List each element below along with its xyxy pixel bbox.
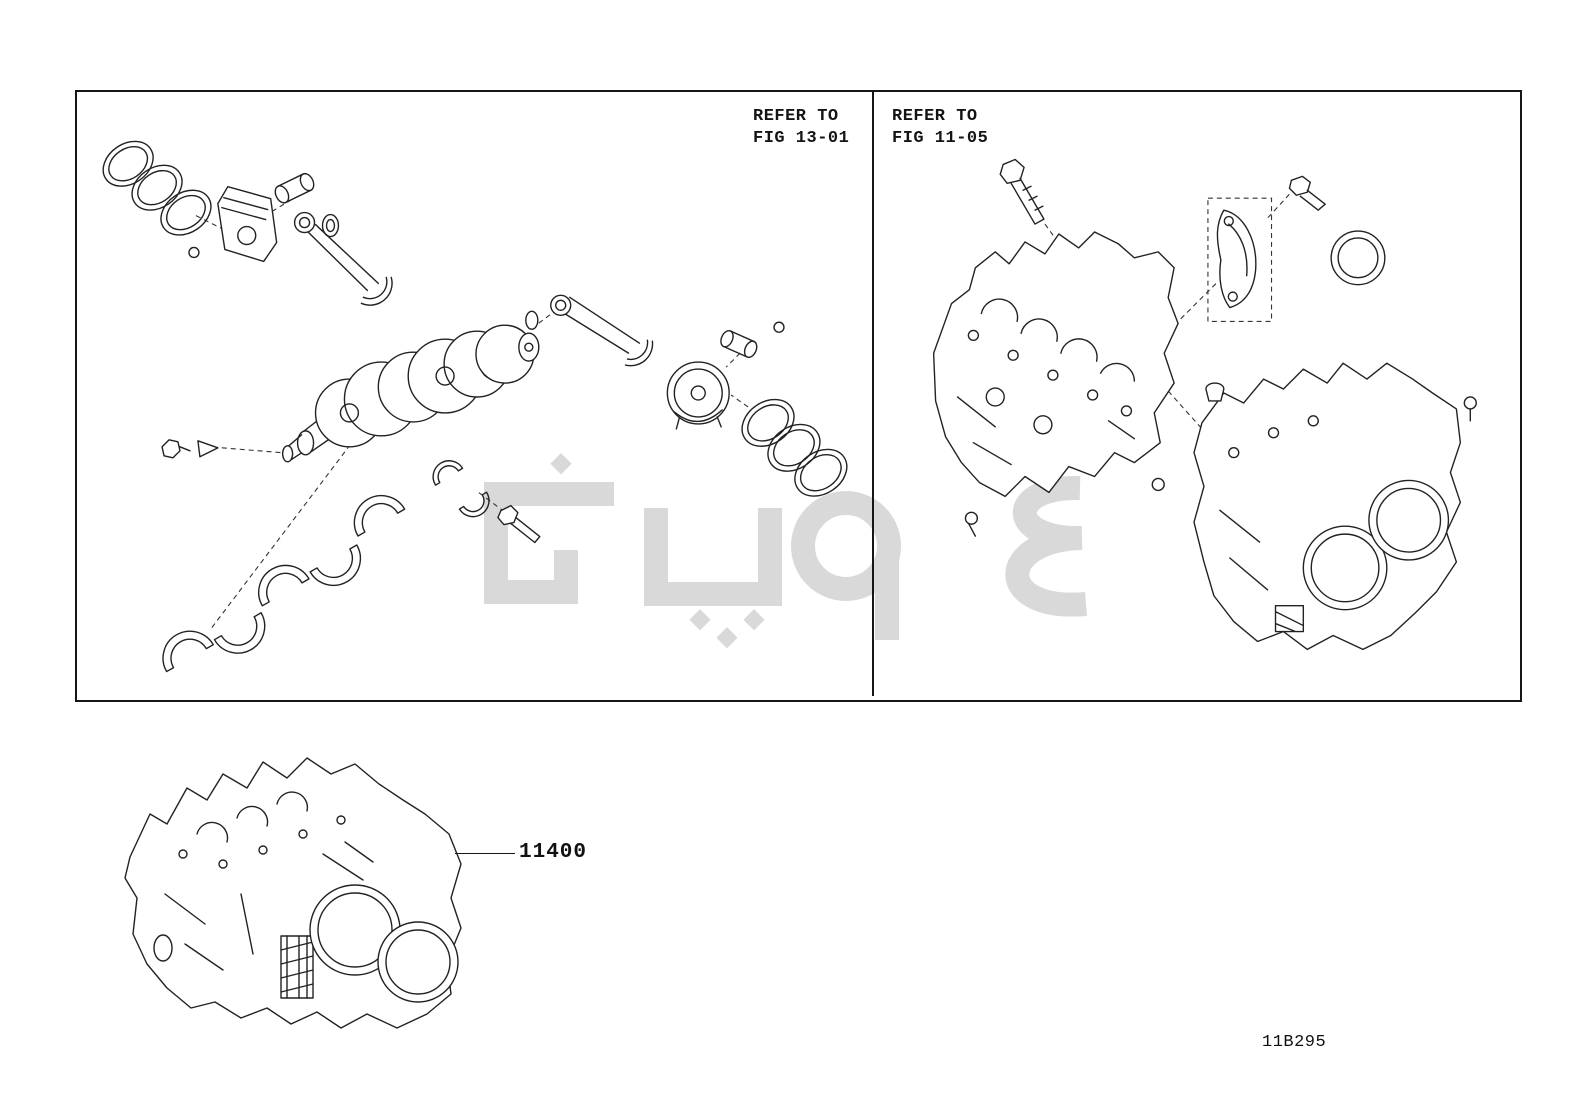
crankshaft-oil-seal — [1330, 230, 1386, 286]
refer-note-line2: FIG 11-05 — [892, 129, 989, 148]
refer-note-fig-13-01: REFER TO FIG 13-01 — [753, 106, 849, 150]
crosshatch-detail — [280, 935, 314, 999]
short-block-assembly-drawing — [124, 757, 462, 1029]
refer-note-line1: REFER TO — [892, 107, 978, 126]
oil-gallery-plug — [1205, 382, 1225, 402]
rod-cap-bolt — [497, 504, 541, 544]
cylinder-block-lower — [1193, 362, 1462, 651]
piston-pin-b — [720, 330, 758, 359]
refer-note-line2: FIG 13-01 — [753, 129, 850, 148]
thrust-washers — [432, 460, 490, 518]
crank-pulley-bolt — [161, 439, 191, 459]
main-bearing-shells — [162, 495, 406, 673]
refer-note-fig-11-05: REFER TO FIG 11-05 — [892, 106, 988, 150]
crank-key — [197, 440, 219, 458]
connecting-rod-a — [293, 211, 393, 306]
tensioner-bolt — [1288, 175, 1326, 211]
callout-leader-line — [455, 853, 515, 854]
cylinder-block-upper — [932, 231, 1179, 498]
cylinder-block-exploded-drawing — [932, 158, 1477, 651]
refer-note-line1: REFER TO — [753, 107, 839, 126]
cylinder-head-bolt — [999, 158, 1045, 225]
piston-pin-a — [274, 172, 315, 204]
figure-code: 11B295 — [1262, 1033, 1327, 1052]
crankshaft — [281, 324, 540, 463]
crankshaft-piston-panel: REFER TO FIG 13-01 — [77, 92, 874, 696]
piston-rings-a — [102, 140, 212, 236]
piston-rings-b — [741, 398, 848, 497]
cylinder-block-panel: REFER TO FIG 11-05 — [874, 92, 1518, 696]
cylinder-bores — [309, 884, 459, 1003]
crankshaft-piston-exploded-drawing — [102, 140, 848, 673]
short-block-assembly — [124, 757, 462, 1029]
small-end-bushing-a — [321, 213, 340, 238]
o-ring-small — [1151, 477, 1165, 492]
pin-snap-ring-b — [773, 321, 785, 333]
connecting-rod-b — [550, 294, 654, 367]
small-end-bushing-b — [525, 310, 539, 330]
oil-jet — [964, 511, 979, 537]
part-number-label[interactable]: 11400 — [519, 841, 588, 864]
exploded-view-frame: REFER TO FIG 13-01 — [75, 90, 1522, 702]
piston-b — [666, 361, 730, 430]
piston-a — [188, 185, 278, 263]
watermark-logo — [484, 453, 1088, 649]
drain-plug — [1463, 396, 1477, 422]
chain-tensioner-plate — [1207, 197, 1273, 322]
